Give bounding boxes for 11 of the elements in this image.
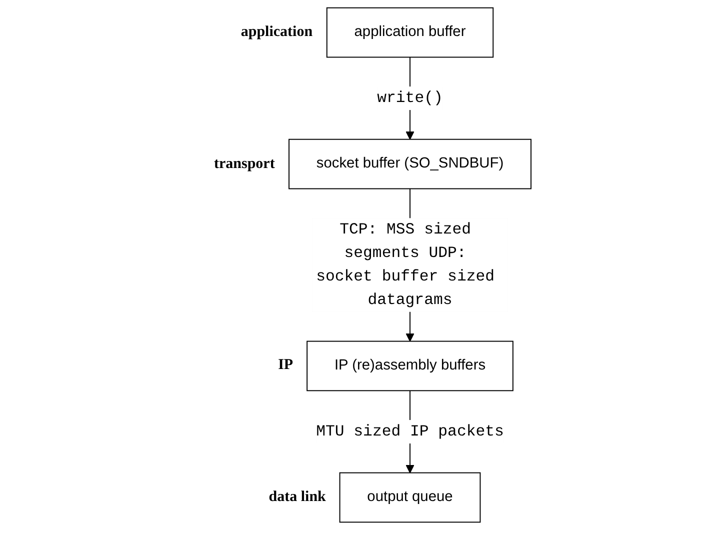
layer-label: data link [268, 488, 326, 506]
edge-label: TCP: MSS sized segments UDP: socket buffer sized datagrams [316, 220, 495, 310]
layer-label: transport [214, 156, 275, 173]
node-box: socket buffer (SO_SNDBUF) [288, 138, 532, 190]
node-box: application buffer [326, 7, 494, 58]
edge-label: write() [377, 89, 443, 108]
node-box: output queue [339, 472, 481, 523]
node-box: IP (re)assembly buffers [306, 340, 514, 392]
layer-label: application [240, 24, 313, 41]
layer-label: IP [278, 357, 294, 374]
edge-label: MTU sized IP packets [316, 422, 504, 441]
